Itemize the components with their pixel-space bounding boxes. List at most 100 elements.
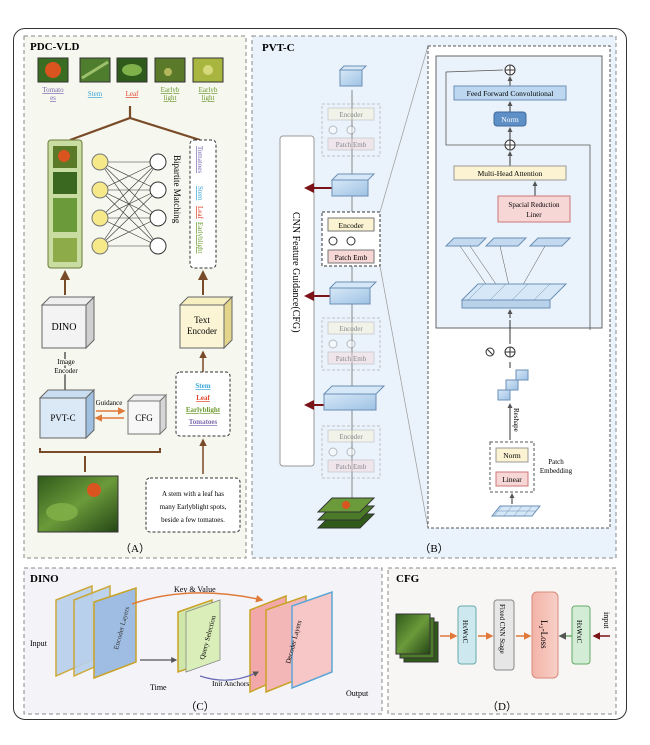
token-blight-v: Earlyblight (196, 222, 204, 254)
text-token-column (189, 139, 217, 269)
stage4-cube (338, 65, 368, 87)
text-encoder-cube (178, 295, 234, 350)
patch-grid (490, 505, 542, 517)
time-label: Time (150, 683, 167, 692)
top-image-leaf (116, 57, 148, 83)
sentence-line-1: A stem with a leaf has (162, 490, 224, 498)
text-encoder-label-1: Text (194, 315, 210, 325)
panel-b-caption: （B） (419, 542, 448, 555)
panel-d-title: CFG (396, 573, 420, 585)
token-leaf: Leaf (196, 394, 210, 402)
top-image-stem (79, 57, 111, 83)
reshape-label: Reshape (512, 408, 520, 432)
stage3-cube (330, 173, 376, 197)
fixed-cnn-box (493, 599, 515, 671)
cnn-feature-bar (279, 135, 315, 467)
top-label-tomatoes-1: Tomato (42, 86, 64, 94)
stage4-patch: Patch Emb (336, 141, 367, 149)
cfg-input-label: input (602, 612, 611, 629)
cfg-input-stack (395, 613, 439, 663)
patch-embedding-label-2: Embedding (540, 467, 573, 475)
panel-a-caption: （A） (120, 542, 150, 555)
token-stem: Stem (195, 382, 210, 390)
hwc-label-2: HxWxC (575, 620, 583, 644)
sra-label-2: Liner (526, 211, 542, 219)
encoder-inner (435, 55, 603, 329)
stage3-block: Encoder Patch Emb (321, 211, 381, 267)
l2-loss-box (531, 591, 559, 679)
panel-c: DINO Input Encoder Layers Key & Value Qu… (23, 567, 383, 715)
init-anchors-label: Init Anchors (212, 679, 249, 688)
norm-box-1 (493, 111, 527, 127)
token-stem-v: Stem (196, 186, 204, 201)
top-label-blight1-a: Earlyb (161, 86, 180, 94)
panel-a-title: PDC-VLD (30, 41, 80, 53)
image-encoder-label-1: Image (57, 358, 75, 366)
stage1-patch: Patch Emb (336, 463, 367, 471)
encoder-slabs (55, 584, 137, 680)
stage4-encoder: Encoder (339, 111, 363, 119)
stage2-encoder: Encoder (339, 325, 363, 333)
sentence-box (145, 477, 241, 533)
stage1-encoder: Encoder (339, 433, 363, 441)
dino-label: DINO (52, 322, 77, 333)
sra-box (497, 195, 571, 223)
panel-b-title: PVT-C (262, 42, 295, 54)
sentence-line-3: beside a few tomatoes. (161, 516, 225, 524)
ffc-label: Feed Forward Convolutional (467, 89, 554, 98)
top-label-leaf: Leaf (126, 90, 139, 98)
top-image-earlyblight-1 (154, 57, 186, 83)
top-label-stem: Stem (88, 90, 103, 98)
cnn-feature-label: CNN Feature Guidance(CFG) (290, 212, 301, 333)
panel-a: PDC-VLD Tomato es Stem Leaf Earlyb light… (23, 35, 247, 559)
dino-output-label: Output (346, 689, 369, 698)
sra-label-1: Spacial Reduction (508, 201, 560, 209)
token-tomatoes: Tomatoes (189, 418, 218, 426)
cfg-cube (126, 393, 168, 436)
pvtc-cube (38, 388, 96, 440)
sentence-line-2: many Earlyblight spots, (160, 503, 227, 511)
stage4-block: Encoder Patch Emb (321, 103, 381, 157)
token-blight: Earlyblight (186, 406, 221, 414)
dino-cube (40, 295, 96, 350)
fixed-cnn-label: Fixed CNN Stage (498, 604, 506, 654)
reshape-cubes (497, 369, 529, 401)
token-leaf-v: Leaf (196, 206, 204, 219)
patch-embedding-label-1: Patch (548, 458, 564, 466)
stage1-block: Encoder Patch Emb (321, 425, 381, 479)
top-label-tomatoes-2: es (50, 94, 56, 102)
qkv-grids (444, 237, 572, 309)
stage2-cube (328, 281, 378, 305)
panel-d: CFG HxWxC Fixed CNN Stage L₂-Loss HxWxC … (387, 567, 617, 715)
panel-b: PVT-C CNN Feature Guidance(CFG) Encoder … (251, 35, 617, 559)
norm-label-2: Norm (503, 451, 521, 460)
pvt-input-stack (316, 497, 376, 529)
linear-box (495, 471, 529, 487)
text-encoder-label-2: Encoder (187, 326, 217, 336)
norm-box-2 (495, 447, 529, 463)
panel-c-title: DINO (30, 573, 59, 585)
bipartite-label: Bipartite Matching (172, 155, 182, 224)
linear-label: Linear (502, 475, 522, 484)
bipartite-graph (91, 153, 167, 255)
stage2-block: Encoder Patch Emb (321, 317, 381, 371)
l2-loss-label: L₂-Loss (539, 620, 549, 649)
decoder-slabs (249, 590, 333, 694)
top-label-blight2-b: light (202, 94, 215, 102)
mha-label: Multi-Head Attention (478, 169, 543, 178)
pvtc-label: PVT-C (50, 413, 75, 423)
hwc-label-1: HxWxC (461, 620, 469, 644)
panel-c-caption: （C） (185, 700, 214, 713)
stage2-patch: Patch Emb (336, 355, 367, 363)
stage3-encoder: Encoder (339, 221, 364, 230)
dino-input-label: Input (30, 639, 48, 648)
panel-d-caption: （D） (487, 700, 517, 713)
top-image-earlyblight-2 (192, 57, 224, 83)
image-encoder-label-2: Encoder (54, 367, 78, 375)
token-tomatoes-v: Tomatoes (196, 146, 204, 173)
mha-box (453, 165, 567, 181)
cfg-label: CFG (135, 413, 153, 423)
top-image-tomatoes (37, 57, 69, 83)
top-label-blight1-b: light (164, 94, 177, 102)
stage1-cube (322, 385, 386, 411)
